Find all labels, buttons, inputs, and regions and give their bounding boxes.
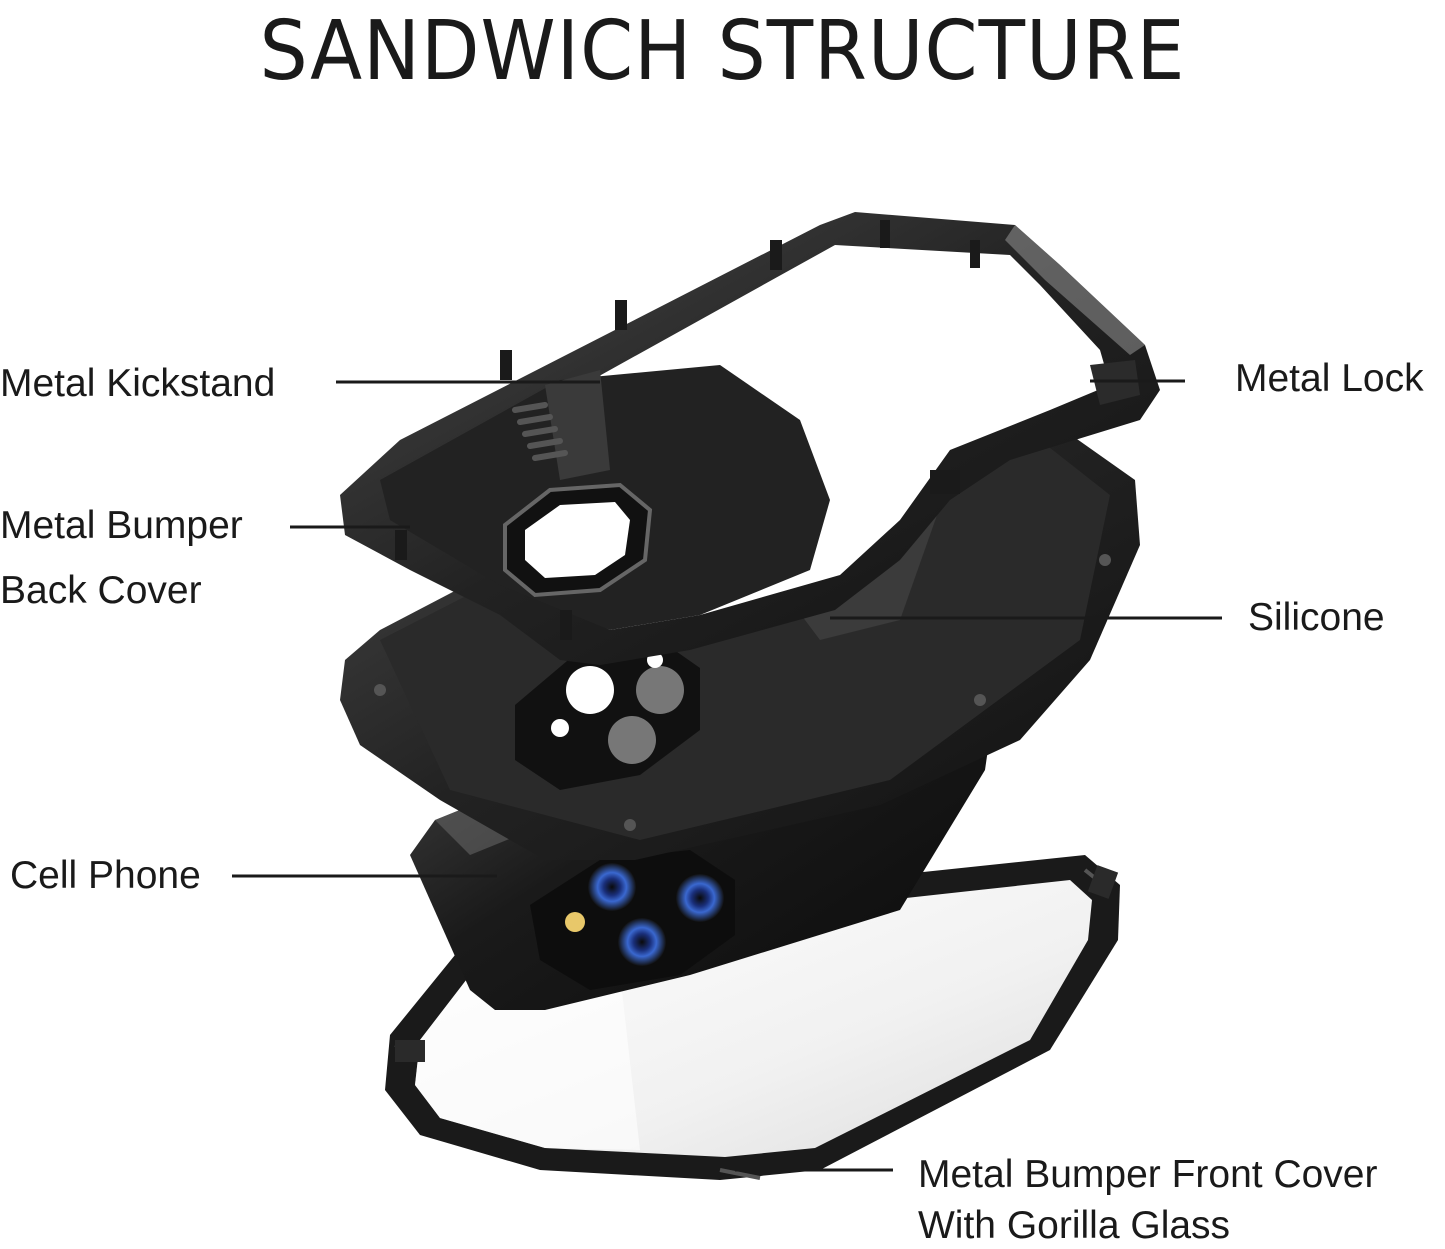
diagram-title: SANDWICH STRUCTURE: [259, 2, 1186, 99]
leader-lines: [232, 379, 1222, 1172]
flash-icon: [565, 912, 585, 932]
camera-lens-icon: [676, 874, 724, 922]
camera-lens-icon: [588, 863, 636, 911]
label-silicone: Silicone: [1248, 596, 1385, 639]
label-metal-bumper-line1: Metal Bumper: [0, 504, 243, 547]
label-metal-kickstand: Metal Kickstand: [0, 362, 276, 405]
metal-bumper-back-cover-layer: [340, 212, 1160, 665]
label-front-cover-line1: Metal Bumper Front Cover: [918, 1153, 1378, 1196]
label-metal-lock: Metal Lock: [1235, 357, 1424, 400]
camera-lens-icon: [618, 918, 666, 966]
label-cell-phone: Cell Phone: [10, 854, 201, 897]
label-front-cover-line2: With Gorilla Glass: [918, 1204, 1231, 1247]
label-back-cover-line2: Back Cover: [0, 569, 202, 612]
